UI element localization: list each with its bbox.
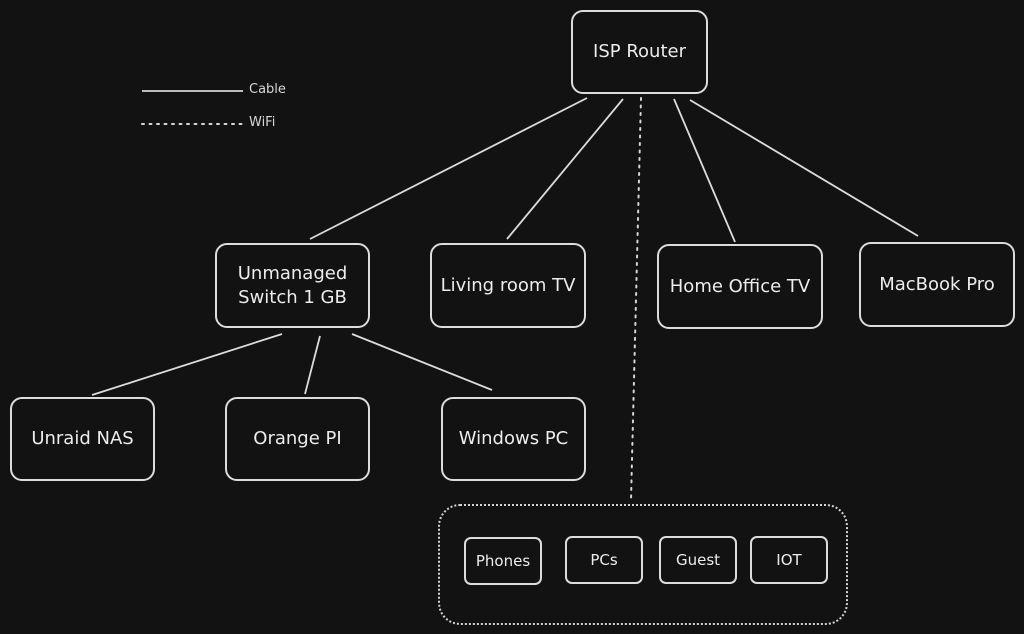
legend-wifi-label: WiFi bbox=[249, 115, 276, 130]
wifi-router-clients bbox=[630, 97, 642, 501]
cable-router-switch bbox=[309, 97, 588, 240]
wifi-clients-group[interactable] bbox=[438, 504, 848, 625]
macbook-pro-node[interactable]: MacBook Pro bbox=[859, 242, 1015, 327]
legend-cable-label: Cable bbox=[249, 82, 286, 97]
cable-router-home-office-tv bbox=[673, 98, 736, 243]
isp-router-node[interactable]: ISP Router bbox=[571, 10, 708, 94]
living-room-tv-node[interactable]: Living room TV bbox=[430, 243, 586, 328]
wifi-client-guest[interactable]: Guest bbox=[659, 536, 737, 584]
wifi-client-phones[interactable]: Phones bbox=[464, 537, 542, 585]
wifi-client-pcs[interactable]: PCs bbox=[565, 536, 643, 584]
cable-router-living-room-tv bbox=[506, 98, 624, 240]
unraid-nas-node[interactable]: Unraid NAS bbox=[10, 397, 155, 481]
windows-pc-node[interactable]: Windows PC bbox=[441, 397, 586, 481]
cable-switch-unraid-nas bbox=[91, 333, 283, 396]
home-office-tv-node[interactable]: Home Office TV bbox=[657, 244, 823, 329]
cable-switch-windows-pc bbox=[351, 333, 493, 391]
cable-router-macbook-pro bbox=[689, 99, 919, 237]
cable-switch-orange-pi bbox=[304, 335, 321, 395]
unmanaged-switch-node[interactable]: Unmanaged Switch 1 GB bbox=[215, 243, 370, 328]
orange-pi-node[interactable]: Orange PI bbox=[225, 397, 370, 481]
wifi-client-iot[interactable]: IOT bbox=[750, 536, 828, 584]
